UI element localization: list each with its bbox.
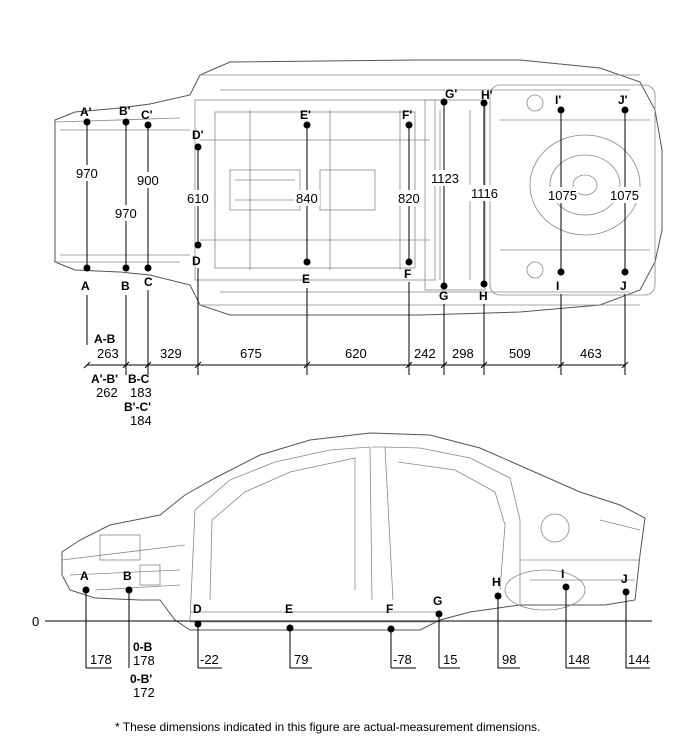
side-view-body — [61, 432, 646, 631]
top-view-spacing-dimensions: 329 675 620 242 298 509 463 A-B 263 A'-B… — [83, 268, 629, 428]
width-h: 1116 — [471, 186, 498, 201]
apbp-value: 262 — [96, 385, 118, 400]
bc-label: B-C — [128, 372, 150, 386]
label-f-prime: F' — [402, 108, 412, 122]
side-label-b: B — [123, 569, 132, 583]
point-j-prime-marker — [621, 106, 629, 114]
width-j: 1075 — [610, 188, 639, 203]
point-c-marker — [144, 264, 152, 272]
point-i-prime-marker — [557, 106, 565, 114]
side-label-h: H — [492, 575, 501, 589]
side-view-points: A 178 B 0-B 178 0-B' 172 D -22 E 79 F -7… — [80, 567, 650, 700]
label-g-prime: G' — [445, 87, 457, 101]
label-d: D — [192, 254, 201, 268]
width-e: 840 — [296, 191, 318, 206]
side-height-i: 148 — [568, 652, 590, 667]
side-label-f: F — [386, 602, 393, 616]
label-a: A — [81, 279, 90, 293]
side-label-d: D — [193, 602, 202, 616]
label-c-prime: C' — [141, 108, 153, 122]
width-c: 900 — [137, 173, 159, 188]
label-a-prime: A' — [80, 105, 92, 119]
label-e: E — [302, 272, 310, 286]
point-b-marker — [122, 264, 130, 272]
point-g-marker — [440, 282, 448, 290]
label-g: G — [439, 289, 448, 303]
point-d-marker — [194, 241, 202, 249]
width-a: 970 — [76, 166, 98, 181]
side-label-g: G — [433, 594, 442, 608]
side-label-e: E — [285, 602, 293, 616]
side-view-zero-line: 0 — [32, 614, 652, 629]
point-i-marker — [557, 268, 565, 276]
spacing-h-i: 509 — [509, 346, 531, 361]
label-e-prime: E' — [300, 108, 311, 122]
side-height-j: 144 — [628, 652, 650, 667]
label-b-prime: B' — [119, 104, 131, 118]
bpcp-label: B'-C' — [124, 400, 151, 414]
zero-label: 0 — [32, 614, 39, 629]
bc-value: 183 — [130, 385, 152, 400]
width-b: 970 — [115, 206, 137, 221]
point-j-marker — [621, 268, 629, 276]
spacing-d-e: 675 — [240, 346, 262, 361]
point-g-prime-marker — [440, 98, 448, 106]
label-h-prime: H' — [481, 88, 493, 102]
point-h-prime-marker — [480, 99, 488, 107]
side-height-f: -78 — [393, 652, 412, 667]
label-i-prime: I' — [555, 93, 561, 107]
spacing-e-f: 620 — [345, 346, 367, 361]
side-label-i: I — [561, 567, 564, 581]
obp-value: 172 — [133, 685, 155, 700]
ob-value: 178 — [133, 653, 155, 668]
point-a-prime-marker — [83, 118, 91, 126]
width-g: 1123 — [431, 171, 459, 186]
label-b: B — [121, 279, 130, 293]
ab-value: 263 — [97, 346, 119, 361]
spacing-g-h: 298 — [452, 346, 474, 361]
label-d-prime: D' — [192, 128, 204, 142]
point-e-marker — [303, 258, 311, 266]
label-c: C — [144, 275, 153, 289]
point-e-prime-marker — [303, 121, 311, 129]
width-d: 610 — [187, 191, 209, 206]
spacing-f-g: 242 — [414, 346, 436, 361]
width-f: 820 — [398, 191, 420, 206]
label-j-prime: J' — [618, 93, 628, 107]
side-label-a: A — [80, 569, 89, 583]
label-f: F — [404, 267, 411, 281]
label-i: I — [556, 279, 559, 293]
top-view-widths: 970 970 900 610 840 820 1123 1116 1075 1… — [76, 166, 639, 221]
point-b-prime-marker — [122, 118, 130, 126]
spacing-c-d: 329 — [160, 346, 182, 361]
point-f-prime-marker — [405, 121, 413, 129]
side-height-h: 98 — [502, 652, 516, 667]
point-a-marker — [83, 264, 91, 272]
label-j: J — [620, 279, 627, 293]
point-c-prime-marker — [144, 121, 152, 129]
side-height-e: 79 — [294, 652, 308, 667]
side-height-d: -22 — [200, 652, 219, 667]
label-h: H — [479, 289, 488, 303]
point-f-marker — [405, 258, 413, 266]
side-height-g: 15 — [443, 652, 457, 667]
spacing-i-j: 463 — [580, 346, 602, 361]
obp-label: 0-B' — [130, 672, 152, 686]
ob-label: 0-B — [133, 640, 153, 654]
top-view-points — [74, 98, 642, 290]
bpcp-value: 184 — [130, 413, 152, 428]
side-height-a: 178 — [90, 652, 112, 667]
side-label-j: J — [621, 572, 628, 586]
width-i: 1075 — [548, 188, 577, 203]
point-d-prime-marker — [194, 143, 202, 151]
point-h-marker — [480, 280, 488, 288]
footnote: * These dimensions indicated in this fig… — [115, 720, 541, 734]
ab-label: A-B — [94, 332, 116, 346]
top-view-labels: A' A B' B C' C D' D E' E F' F G' G H' H … — [80, 87, 628, 303]
apbp-label: A'-B' — [91, 372, 118, 386]
